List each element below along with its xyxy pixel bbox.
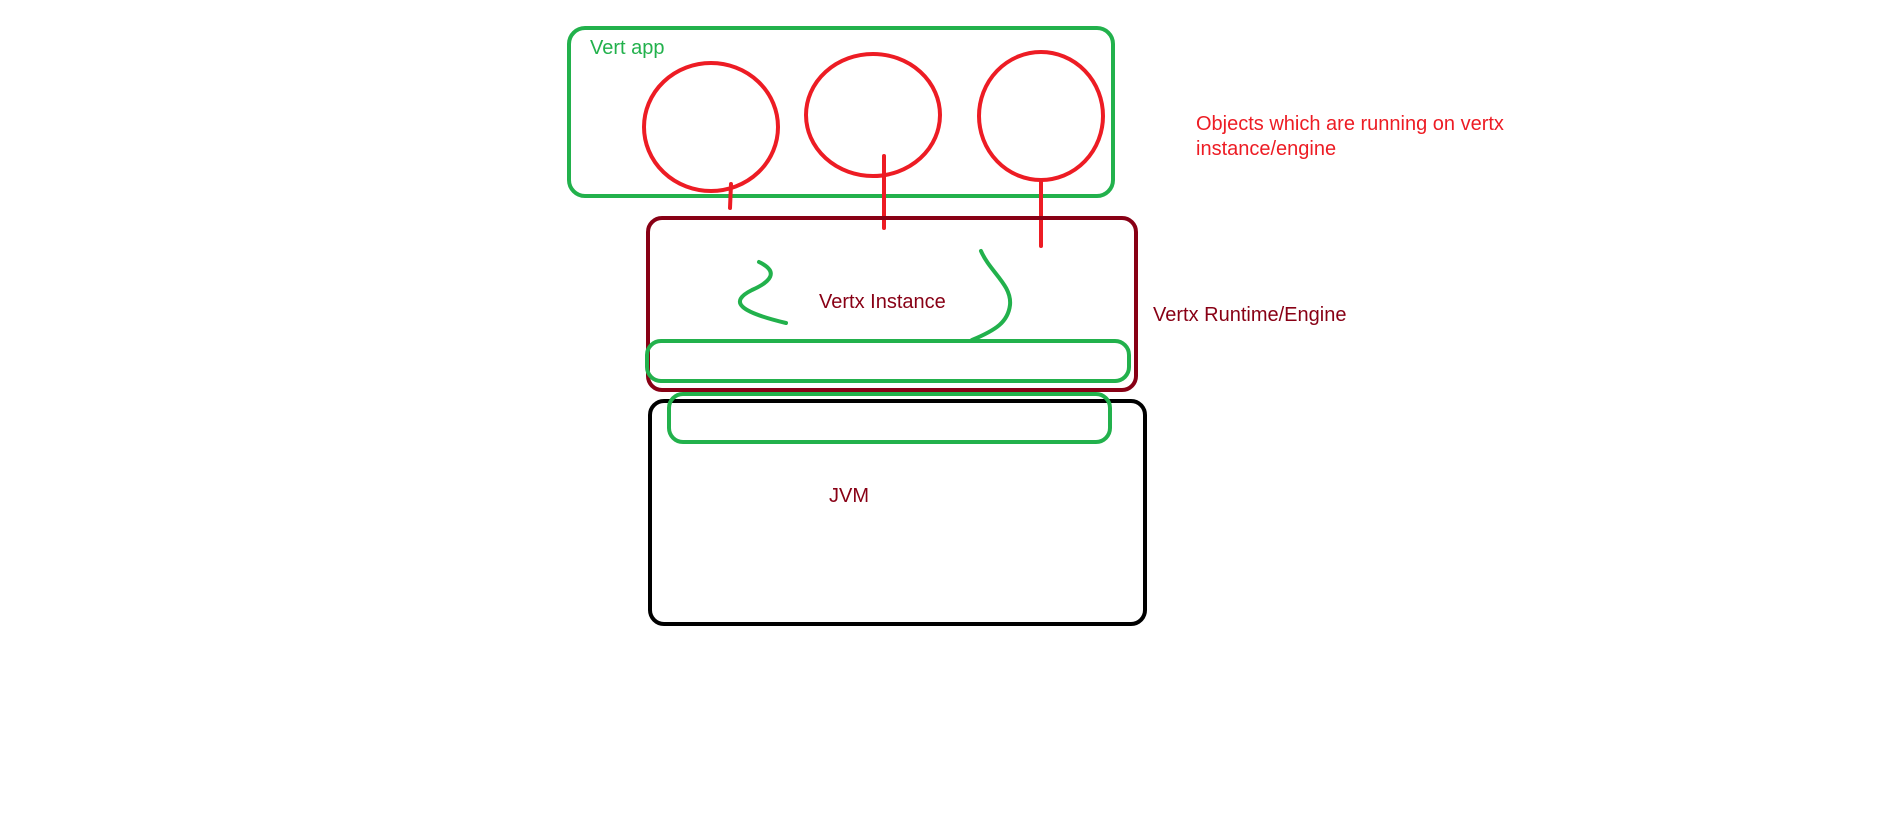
object-circle-2 <box>804 52 942 178</box>
event-squiggle-left <box>738 260 788 325</box>
object-connector-1 <box>728 182 733 210</box>
object-circle-1 <box>642 61 780 193</box>
vertx-runtime-label: Vertx Runtime/Engine <box>1153 304 1346 326</box>
objects-annotation-line1: Objects which are running on vertx <box>1196 113 1504 135</box>
jvm-box <box>648 399 1147 626</box>
jvm-label: JVM <box>829 485 869 507</box>
vert-app-label: Vert app <box>590 37 665 59</box>
objects-annotation-line2: instance/engine <box>1196 138 1336 160</box>
vertx-runtime-box <box>646 216 1138 392</box>
object-circle-3 <box>977 50 1105 182</box>
event-loop-bar-upper <box>645 339 1131 383</box>
vert-app-box <box>567 26 1115 198</box>
event-loop-bar-lower <box>667 392 1112 444</box>
event-squiggle-right <box>970 249 1013 342</box>
vertx-instance-label: Vertx Instance <box>819 291 946 313</box>
